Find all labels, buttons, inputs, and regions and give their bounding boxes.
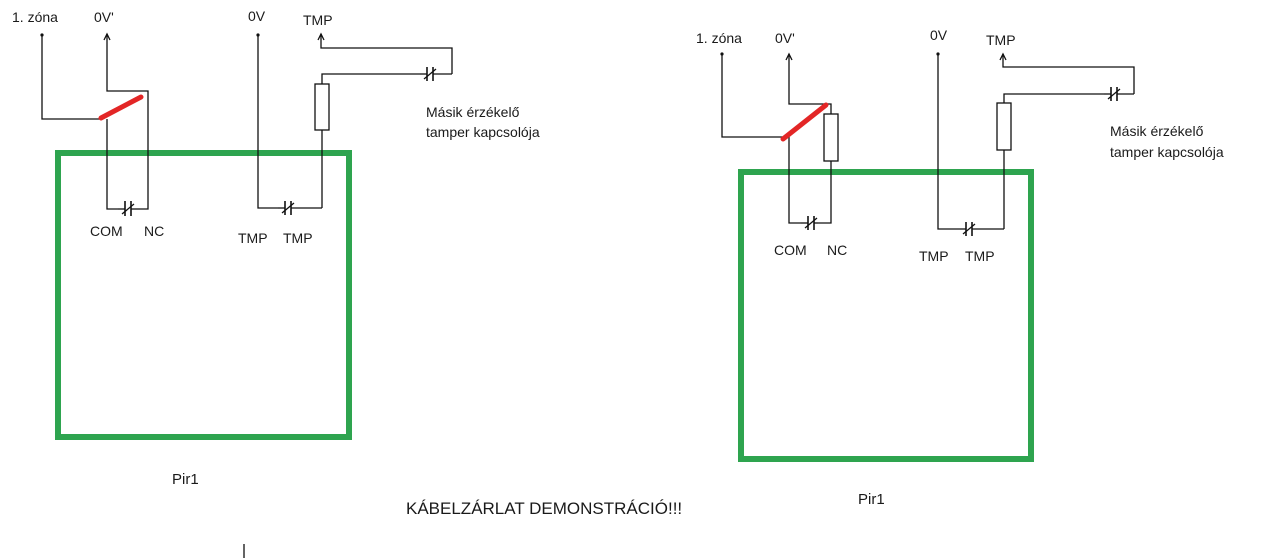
left-resistor (314, 83, 330, 131)
right-sensor-box (738, 169, 1034, 462)
right-label-com: COM (774, 242, 807, 258)
right-other-tamper-contact-icon (1104, 87, 1134, 101)
left-wire-com (106, 119, 118, 210)
right-wire-com (788, 137, 801, 224)
right-resistor (996, 102, 1012, 151)
right-sensor-name: Pir1 (858, 491, 885, 508)
left-wire-0v (257, 35, 278, 209)
left-label-nc: NC (144, 223, 164, 239)
right-wire-other-b (1002, 54, 1135, 94)
left-relay-contact-icon (118, 201, 140, 216)
left-wire-other-b (320, 34, 453, 74)
left-label-tmp-top: TMP (303, 12, 333, 28)
right-wire-other-a (1003, 93, 1104, 103)
right-eol-resistor (823, 113, 839, 162)
right-label-0v: 0V (930, 27, 948, 43)
right-wire-0v (937, 54, 960, 230)
left-tamper-contact-icon (278, 201, 322, 215)
right-other-sensor-line2: tamper kapcsolója (1110, 144, 1224, 160)
left-label-tmp-a: TMP (238, 230, 268, 246)
left-sensor-name: Pir1 (172, 471, 199, 488)
left-label-0v-prime: 0V' (94, 9, 114, 25)
left-label-0v: 0V (248, 8, 266, 24)
right-wire-nc (818, 161, 832, 224)
right-label-nc: NC (827, 242, 847, 258)
left-wire-other-a (321, 73, 420, 84)
right-relay-short-switch (780, 102, 829, 142)
right-label-tmp-b: TMP (965, 248, 995, 264)
left-label-com: COM (90, 223, 123, 239)
left-other-sensor-line1: Másik érzékelő (426, 104, 520, 120)
right-diagram: 1. zóna 0V' 0V TMP (696, 27, 1224, 508)
right-label-zone: 1. zóna (696, 30, 742, 46)
left-diagram: 1. zóna 0V' 0V TMP (12, 8, 540, 488)
right-label-tmp-a: TMP (919, 248, 949, 264)
left-wire-zone (41, 35, 103, 120)
left-sensor-box (55, 150, 352, 440)
right-wire-0v-prime (788, 54, 832, 114)
left-other-sensor-line2: tamper kapcsolója (426, 124, 540, 140)
right-label-0v-prime: 0V' (775, 30, 795, 46)
left-label-zone: 1. zóna (12, 9, 58, 25)
left-other-tamper-contact-icon (420, 67, 452, 81)
warning-caption: KÁBELZÁRLAT DEMONSTRÁCIÓ!!! (406, 499, 682, 518)
left-relay-short-switch (98, 94, 144, 121)
right-tamper-contact-icon (960, 222, 1004, 236)
left-label-tmp-b: TMP (283, 230, 313, 246)
right-other-sensor-line1: Másik érzékelő (1110, 123, 1204, 139)
right-wire-zone (721, 54, 786, 138)
right-relay-contact-icon (801, 216, 818, 230)
left-wire-0v-prime (106, 34, 149, 210)
right-label-tmp-top: TMP (986, 32, 1016, 48)
